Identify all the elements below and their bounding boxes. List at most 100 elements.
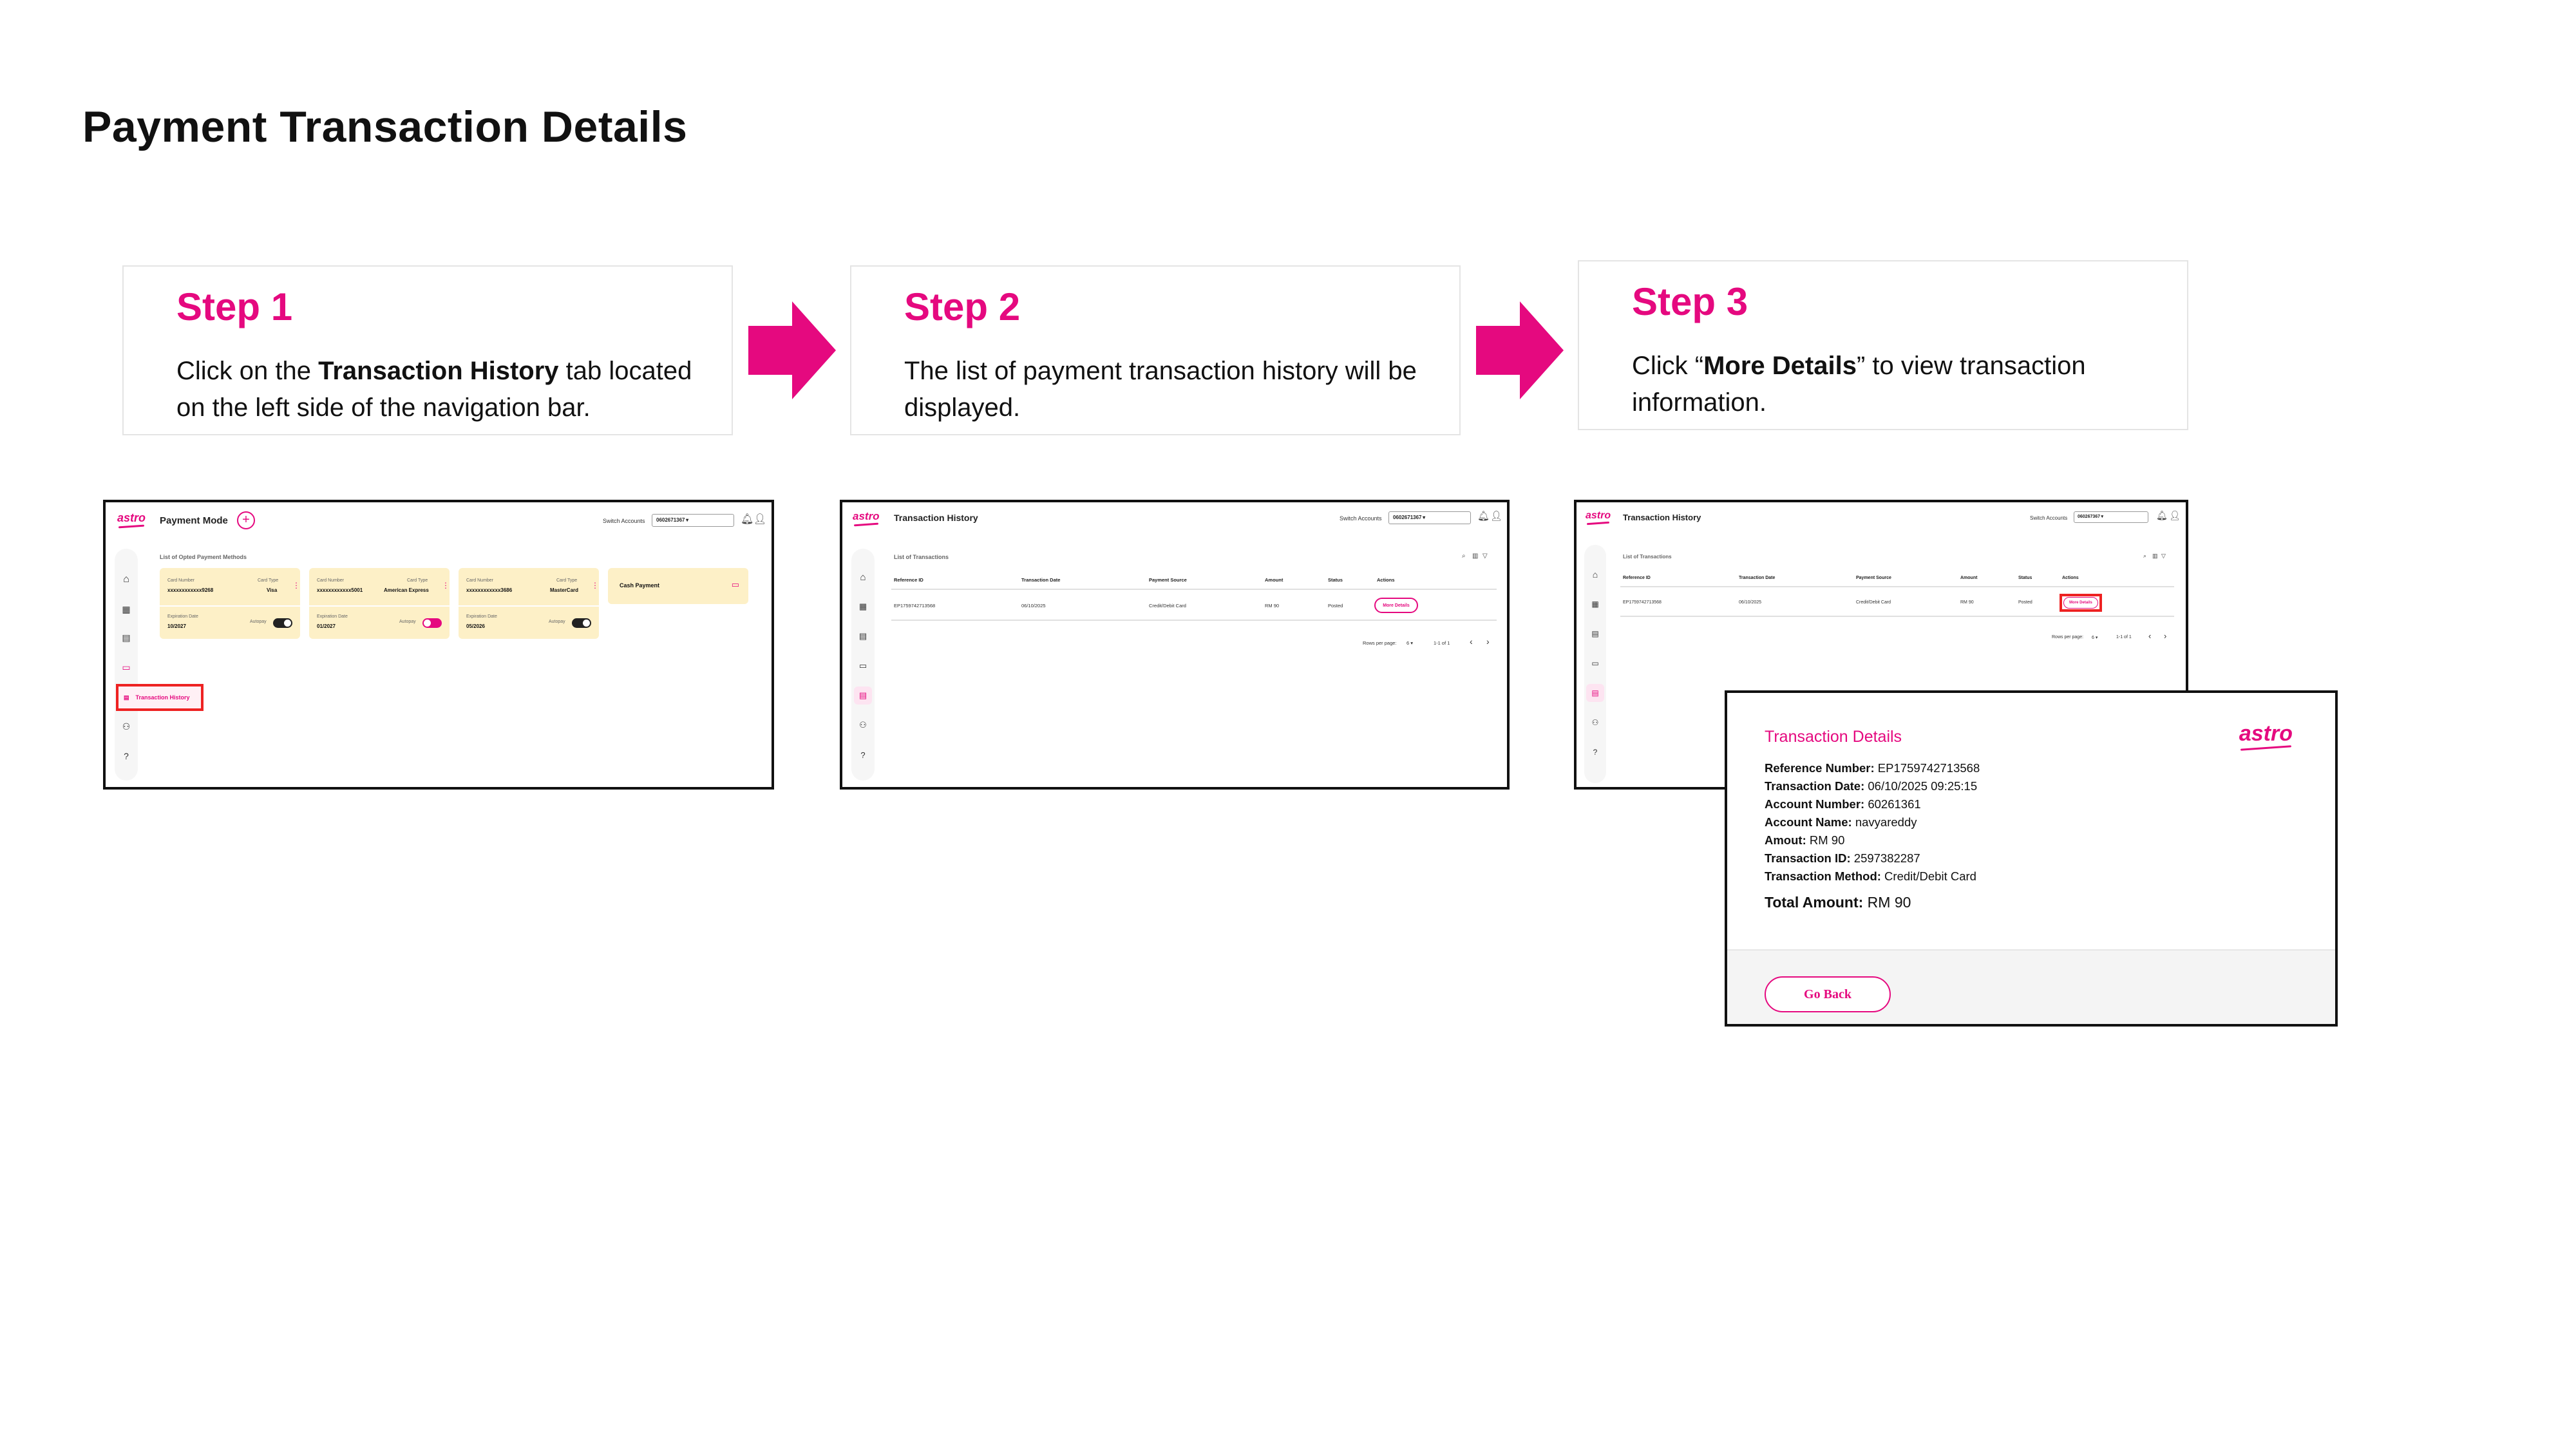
- next-page-icon[interactable]: ›: [1486, 636, 1490, 647]
- help-icon[interactable]: ?: [124, 751, 129, 761]
- step-2-description: The list of payment transaction history …: [904, 357, 1417, 422]
- sidebar: [851, 549, 875, 781]
- filter-icon[interactable]: ▽: [1482, 553, 1488, 560]
- table-header: Status: [2018, 576, 2032, 580]
- sidebar: [1584, 545, 1606, 783]
- pagination-range: 1-1 of 1: [2116, 635, 2132, 639]
- astro-logo: astro: [1586, 510, 1611, 521]
- rows-per-page-label: Rows per page:: [1363, 640, 1397, 646]
- shot-3-title: Transaction History: [1623, 513, 1701, 522]
- astro-logo: astro: [117, 511, 146, 524]
- document-icon[interactable]: ▤: [858, 631, 867, 641]
- columns-icon[interactable]: ▥: [2152, 553, 2158, 559]
- transaction-history-icon[interactable]: ▤: [1586, 684, 1604, 702]
- section-label: List of Transactions: [1623, 554, 1672, 560]
- kebab-menu-icon[interactable]: ⋮: [292, 581, 300, 590]
- table-header: Payment Source: [1149, 577, 1187, 583]
- account-select[interactable]: 0602671367 ▾: [652, 514, 734, 527]
- autopay-toggle[interactable]: [572, 618, 591, 628]
- filter-icon[interactable]: ▽: [2161, 553, 2166, 559]
- payment-card-amex[interactable]: Card Number xxxxxxxxxxxx5001 Card Type A…: [309, 568, 450, 639]
- cash-payment-card[interactable]: Cash Payment ▭: [608, 568, 748, 604]
- table-cell: RM 90: [1960, 600, 1974, 605]
- user-icon[interactable]: 👤︎: [1490, 511, 1503, 522]
- switch-accounts-label: Switch Accounts: [603, 518, 645, 524]
- detail-reference-number: Reference Number: EP1759742713568: [1765, 761, 1980, 775]
- modal-footer: Go Back: [1727, 949, 2335, 1024]
- step-3-description: Click “More Details” to view transaction…: [1632, 352, 2086, 417]
- add-payment-button[interactable]: +: [237, 511, 255, 529]
- grid-icon[interactable]: ▦: [858, 601, 867, 611]
- payment-mode-icon[interactable]: ▭: [858, 661, 867, 670]
- next-page-icon[interactable]: ›: [2164, 631, 2167, 641]
- detail-transaction-method: Transaction Method: Credit/Debit Card: [1765, 869, 1976, 883]
- home-icon[interactable]: ⌂: [860, 571, 866, 583]
- go-back-button[interactable]: Go Back: [1765, 976, 1891, 1012]
- total-amount: Total Amount: RM 90: [1765, 894, 1911, 911]
- detail-amount: Amout: RM 90: [1765, 833, 1845, 847]
- document-icon[interactable]: ▤: [1591, 629, 1599, 638]
- more-details-button[interactable]: More Details: [1374, 598, 1418, 613]
- step-3-box: Step 3 Click “More Details” to view tran…: [1578, 260, 2188, 430]
- astro-logo: astro: [2239, 721, 2293, 746]
- bell-icon[interactable]: 🔔︎: [1477, 511, 1490, 522]
- table-cell: Posted: [2018, 600, 2032, 605]
- table-cell: EP1759742713568: [1623, 600, 1662, 605]
- prev-page-icon[interactable]: ‹: [2148, 631, 2152, 641]
- columns-icon[interactable]: ▥: [1472, 553, 1479, 560]
- help-icon[interactable]: ?: [1593, 748, 1598, 757]
- step-1-description: Click on the Transaction History tab loc…: [176, 357, 692, 422]
- autopay-toggle[interactable]: [273, 618, 292, 628]
- users-icon[interactable]: ⚇: [1591, 718, 1599, 727]
- search-icon[interactable]: ⌕: [2143, 553, 2147, 559]
- payment-card-visa[interactable]: Card Number xxxxxxxxxxxx9268 Card Type V…: [160, 568, 300, 639]
- step-1-box: Step 1 Click on the Transaction History …: [122, 265, 733, 435]
- transaction-history-icon[interactable]: ▤: [854, 687, 872, 705]
- payment-card-mastercard[interactable]: Card Number xxxxxxxxxxxx3686 Card Type M…: [459, 568, 599, 639]
- pagination-range: 1-1 of 1: [1434, 640, 1450, 646]
- table-header: Transaction Date: [1739, 576, 1776, 580]
- payment-mode-icon[interactable]: ▭: [122, 661, 131, 672]
- table-cell: 06/10/2025: [1739, 600, 1762, 605]
- account-select[interactable]: 060267367 ▾: [2074, 511, 2148, 523]
- bell-icon[interactable]: 🔔︎: [741, 514, 754, 525]
- table-cell: Posted: [1328, 603, 1343, 609]
- home-icon[interactable]: ⌂: [123, 574, 129, 585]
- detail-account-number: Account Number: 60261361: [1765, 797, 1921, 811]
- arrow-right-icon: [748, 301, 836, 399]
- more-details-button[interactable]: More Details: [2063, 597, 2098, 609]
- users-icon[interactable]: ⚇: [122, 721, 131, 732]
- user-icon[interactable]: 👤︎: [753, 514, 767, 525]
- user-icon[interactable]: 👤︎: [2169, 510, 2181, 520]
- step-3-title: Step 3: [1632, 280, 1748, 323]
- shot-2-title: Transaction History: [894, 513, 978, 523]
- table-header: Amount: [1960, 576, 1978, 580]
- table-cell: Credit/Debit Card: [1149, 603, 1186, 609]
- document-icon: ▤: [124, 694, 129, 701]
- grid-icon[interactable]: ▦: [122, 603, 131, 614]
- screenshot-payment-mode: astro Payment Mode + Switch Accounts 060…: [103, 500, 774, 790]
- autopay-toggle[interactable]: [422, 618, 442, 628]
- prev-page-icon[interactable]: ‹: [1470, 636, 1473, 647]
- home-icon[interactable]: ⌂: [1592, 569, 1598, 580]
- detail-transaction-id: Transaction ID: 2597382287: [1765, 851, 1920, 865]
- detail-account-name: Account Name: navyareddy: [1765, 815, 1917, 829]
- rows-per-page-select[interactable]: 6 ▾: [1406, 640, 1414, 646]
- help-icon[interactable]: ?: [860, 750, 866, 760]
- document-icon[interactable]: ▤: [122, 632, 131, 643]
- bell-icon[interactable]: 🔔︎: [2156, 510, 2168, 520]
- screenshot-transaction-history: astro Transaction History Switch Account…: [840, 500, 1510, 790]
- kebab-menu-icon[interactable]: ⋮: [442, 581, 450, 590]
- users-icon[interactable]: ⚇: [859, 720, 867, 730]
- kebab-menu-icon[interactable]: ⋮: [591, 581, 599, 590]
- table-header: Actions: [1377, 577, 1395, 583]
- account-select[interactable]: 0602671367 ▾: [1388, 511, 1471, 524]
- shot-1-title: Payment Mode: [160, 515, 228, 526]
- rows-per-page-select[interactable]: 6 ▾: [2092, 636, 2098, 640]
- step-2-box: Step 2 The list of payment transaction h…: [850, 265, 1461, 435]
- astro-logo: astro: [853, 510, 880, 522]
- transaction-history-tab[interactable]: ▤ Transaction History: [116, 684, 204, 711]
- grid-icon[interactable]: ▦: [1591, 600, 1599, 609]
- search-icon[interactable]: ⌕: [1462, 553, 1466, 560]
- payment-mode-icon[interactable]: ▭: [1591, 659, 1599, 668]
